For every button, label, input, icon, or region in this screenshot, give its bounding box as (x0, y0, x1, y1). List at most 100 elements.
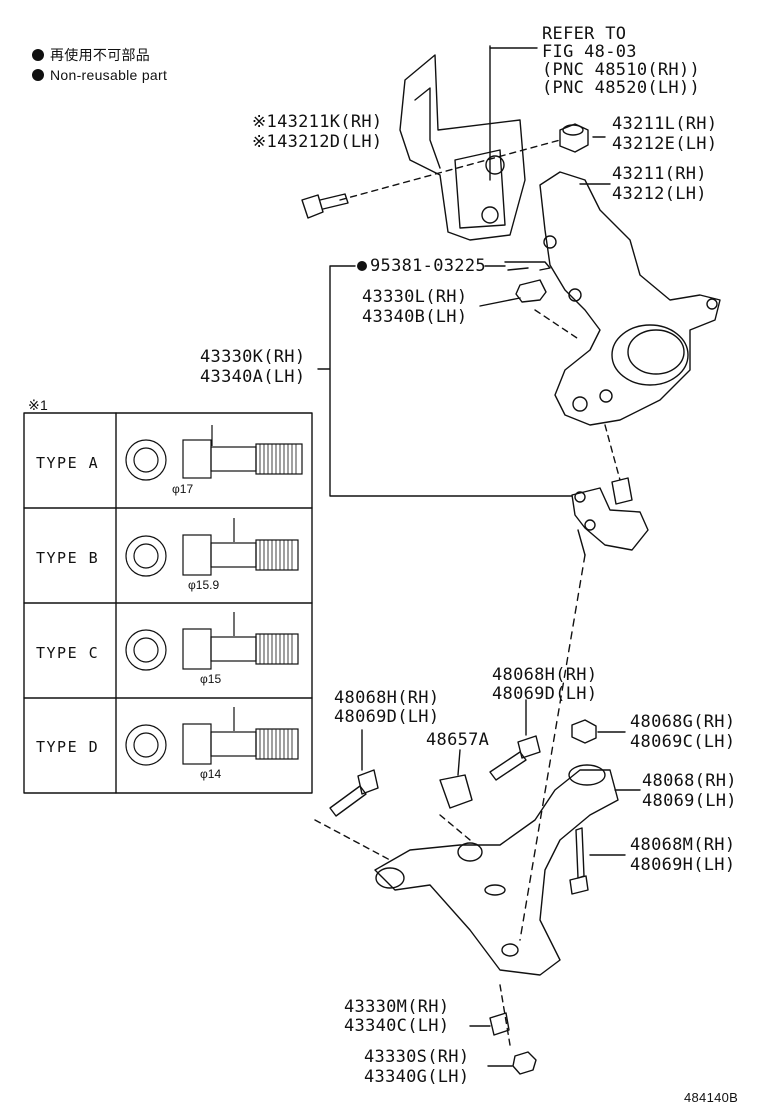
arm-rear-bushing (568, 764, 606, 786)
knuckle-hole-3 (706, 298, 718, 310)
bolt-shank-48068H-a (489, 751, 527, 781)
part-48068: 48068(RH) (642, 771, 737, 791)
type-c-diameter: φ15 (200, 672, 222, 686)
type-b-bolt-head (182, 534, 212, 576)
type-b-nut-outer (125, 535, 167, 577)
part-43340C: 43340C(LH) (344, 1016, 450, 1036)
balljoint-body (571, 487, 649, 551)
arm-slot (484, 884, 506, 896)
bolt-axis-dashed-b (314, 819, 391, 861)
bolt-shank-48068H-b (329, 785, 367, 817)
type-a-bolt-thread (255, 443, 303, 475)
balljoint-hole-1 (574, 491, 586, 503)
non-reusable-dot-95381 (357, 261, 367, 271)
part-43330L: 43330L(RH) (362, 287, 468, 307)
type-table-grid (23, 412, 313, 794)
part-43340G: 43340G(LH) (364, 1067, 470, 1087)
strut-bracket (399, 54, 526, 241)
type-b-label: TYPE B (36, 549, 100, 567)
type-a-nut-inner (133, 447, 159, 473)
arm-axis-dashed (519, 554, 586, 941)
type-b-thread-lines (259, 540, 293, 570)
type-b-diameter: φ15.9 (188, 578, 220, 592)
type-c-nut-outer (125, 629, 167, 671)
leader-43330K (317, 265, 573, 497)
knuckle-hub-inner (627, 329, 685, 375)
type-table-note: ※1 (28, 397, 49, 413)
part-43211: 43211(RH) (612, 164, 707, 184)
part-48068M: 48068M(RH) (630, 835, 736, 855)
type-a-thread-lines (259, 444, 297, 474)
legend-dot-icon (32, 69, 44, 81)
strut-hole-1 (485, 155, 505, 175)
steering-knuckle (539, 171, 721, 426)
type-c-label: TYPE C (36, 644, 100, 662)
part-48069C: 48069C(LH) (630, 732, 736, 752)
legend-dot-icon (32, 49, 44, 61)
castle-nut (515, 279, 547, 303)
part-43340A: 43340A(LH) (200, 367, 306, 387)
part-48069D-b: 48069D(LH) (334, 707, 440, 727)
knuckle-hole-5 (599, 389, 613, 403)
part-48069: 48069(LH) (642, 791, 737, 811)
balljoint-hole-2 (584, 519, 596, 531)
part-43330K: 43330K(RH) (200, 347, 306, 367)
balljoint-bolt (577, 529, 586, 556)
nut-48068G (571, 719, 597, 744)
part-43212D: ※143212D(LH) (252, 132, 383, 152)
type-d-nut-outer (125, 724, 167, 766)
nut-43330S (512, 1051, 537, 1075)
bracket-48657A (439, 774, 473, 809)
balljoint-axis-dashed (604, 424, 621, 481)
bolt-43330M (489, 1012, 510, 1036)
arm-bushing-mid (457, 842, 483, 862)
arm-balljoint-hole (501, 943, 519, 957)
type-b-bolt-thread (255, 539, 299, 571)
legend-en: Non-reusable part (32, 66, 167, 85)
type-c-bolt-thread (255, 633, 299, 665)
lower-control-arm (374, 769, 619, 976)
bolt-axis-dashed (339, 139, 561, 201)
nut-axis-dashed (534, 309, 581, 341)
type-d-thread-lines (259, 729, 293, 759)
part-43330S: 43330S(RH) (364, 1047, 470, 1067)
knuckle-hub-bore (611, 324, 689, 386)
bolt-head-43211K (301, 194, 324, 219)
part-48069D-a: 48069D(LH) (492, 684, 598, 704)
refer-line2: FIG 48-03 (542, 42, 637, 62)
strut-bracket-edge (414, 87, 441, 169)
type-c-bolt-shank (210, 636, 257, 662)
type-d-bolt-shank (210, 731, 257, 757)
knuckle-hole-1 (543, 235, 557, 249)
part-43330M: 43330M(RH) (344, 997, 450, 1017)
type-a-bolt-head (182, 439, 212, 479)
bracket-axis-dashed (439, 814, 471, 841)
type-d-label: TYPE D (36, 738, 100, 756)
part-48068H-b: 48068H(RH) (334, 688, 440, 708)
type-c-bolt-head (182, 628, 212, 670)
legend-jp: 再使用不可部品 (32, 46, 150, 65)
leader-48657A (457, 749, 461, 776)
knuckle-hole-4 (572, 396, 588, 412)
bottom-axis-dashed (499, 984, 511, 1046)
refer-line3: (PNC 48510(RH)) (542, 60, 701, 80)
type-d-diameter: φ14 (200, 767, 222, 781)
knuckle-hole-2 (568, 288, 582, 302)
bolt-shank-43211K (319, 193, 349, 210)
type-d-nut-inner (133, 732, 159, 758)
refer-line4: (PNC 48520(LH)) (542, 78, 701, 98)
bolt-shank-48068M (575, 827, 585, 879)
part-43212E: 43212E(LH) (612, 134, 718, 154)
type-d-bolt-thread (255, 728, 299, 760)
type-b-bolt-shank (210, 542, 257, 568)
bolt-head-48068M (569, 875, 589, 895)
strut-bracket-slot (454, 149, 506, 229)
type-b-nut-inner (133, 543, 159, 569)
part-43211K: ※143211K(RH) (252, 112, 383, 132)
leader-43330L (479, 297, 521, 307)
type-a-label: TYPE A (36, 454, 100, 472)
part-48657A: 48657A (426, 730, 490, 750)
nut-top-43211L (562, 124, 584, 136)
type-c-thread-lines (259, 634, 293, 664)
